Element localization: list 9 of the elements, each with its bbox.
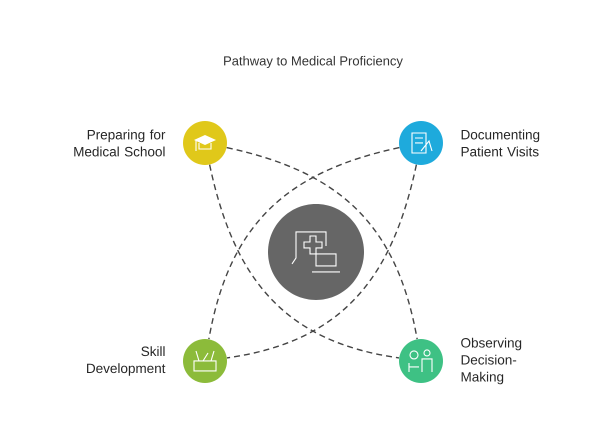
dashed-connector <box>208 146 400 340</box>
dashed-connector <box>226 146 418 340</box>
title: Pathway to Medical Proficiency <box>224 56 403 68</box>
step-label: Documenting Patient Visits <box>462 130 540 156</box>
dashed-connector <box>208 164 400 359</box>
step-label: Observing Decision-Making <box>461 338 522 384</box>
step-label: Preparing for Medical School <box>74 130 166 156</box>
step-label: Skill Development <box>87 346 166 376</box>
dashed-connector <box>226 164 418 359</box>
